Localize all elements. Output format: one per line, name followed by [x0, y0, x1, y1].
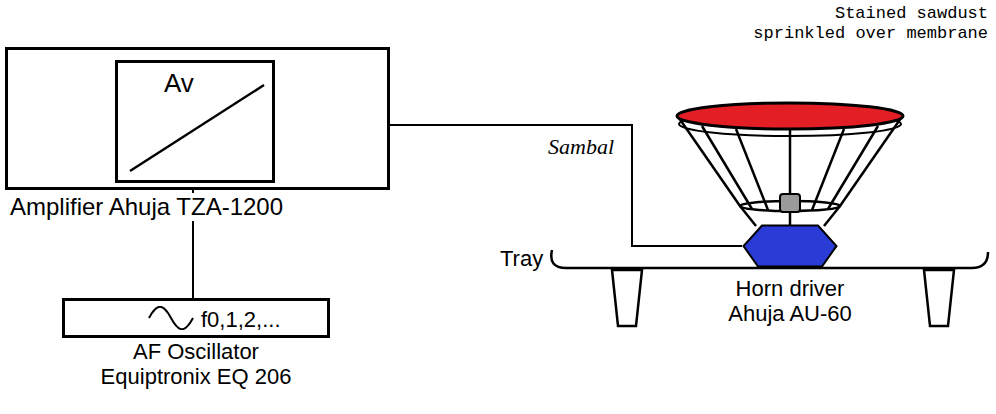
part-label: Sambal — [548, 134, 614, 159]
driver-stem — [789, 212, 792, 225]
sine-symbol — [147, 306, 195, 330]
amplifier-box: Amplifier Ahuja TZA-1200Av — [5, 47, 390, 190]
horn-driver-shape — [742, 224, 838, 268]
device-label: Horn driver Ahuja AU-60 — [710, 276, 870, 327]
drum-slat — [736, 129, 768, 210]
driver-bracket — [824, 206, 840, 226]
annotation: Stained sawdust sprinkled over membrane — [743, 4, 988, 43]
drum-slat — [702, 126, 752, 209]
drum-slat — [828, 126, 878, 209]
drum-slat — [679, 118, 740, 206]
part-label: Tray — [500, 246, 543, 271]
tray-leg — [612, 270, 642, 326]
driver-mount — [780, 194, 800, 212]
horn-driver: Horn driver Ahuja AU-60 — [742, 224, 838, 268]
gain-slope — [118, 63, 272, 180]
gain-line — [130, 85, 264, 171]
oscillator-box: f0,1,2,...AF Oscillator Equiptronix EQ 2… — [62, 298, 330, 338]
drum-slat — [840, 118, 901, 206]
horn-driver-body — [744, 226, 837, 267]
signal-wire — [390, 125, 742, 246]
drum-membrane — [677, 103, 903, 129]
amplifier-symbol: Av — [115, 60, 275, 183]
driver-bracket — [740, 206, 756, 226]
device-label: AF Oscillator Equiptronix EQ 206 — [86, 339, 306, 390]
device-label: Amplifier Ahuja TZA-1200 — [8, 193, 285, 221]
sine-wave — [149, 307, 193, 330]
tray-leg — [924, 270, 954, 326]
frequency-symbol: f0,1,2,... — [201, 307, 281, 332]
gain-symbol: Av — [164, 69, 194, 99]
drum-slat — [812, 129, 844, 210]
